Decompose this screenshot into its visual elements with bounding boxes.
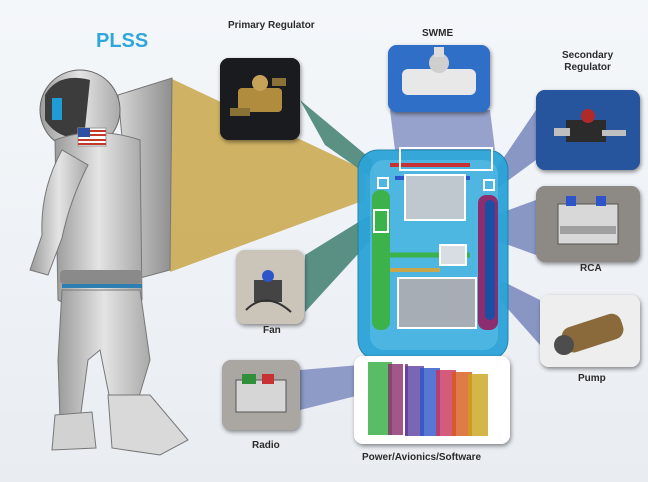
label-primary-regulator: Primary Regulator (228, 20, 315, 31)
photo-radio (222, 360, 300, 430)
label-secondary-regulator-line1: Secondary (562, 50, 614, 61)
photo-rca (536, 186, 640, 262)
label-swme: SWME (422, 28, 454, 39)
beam-pump (500, 280, 540, 345)
label-secondary-regulator: Secondary Regulator (562, 50, 613, 74)
flag-patch-icon (77, 127, 107, 147)
label-rca: RCA (580, 263, 602, 274)
label-pump: Pump (578, 373, 606, 384)
photo-primary-regulator (220, 58, 300, 140)
label-secondary-regulator-line2: Regulator (564, 62, 611, 73)
plss-title: PLSS (96, 30, 149, 52)
photo-secondary-regulator (536, 90, 640, 170)
photo-pump (540, 295, 640, 367)
label-power-avionics-software: Power/Avionics/Software (362, 452, 482, 463)
beam-primary-regulator (300, 100, 375, 180)
label-fan: Fan (263, 325, 281, 336)
photo-swme (388, 45, 490, 112)
beam-astronaut-plss (170, 78, 365, 272)
photo-power-avionics-software (354, 356, 510, 444)
beam-swme (390, 110, 495, 150)
photo-fan (236, 250, 304, 324)
beam-radio (300, 365, 360, 410)
label-radio: Radio (252, 440, 280, 451)
